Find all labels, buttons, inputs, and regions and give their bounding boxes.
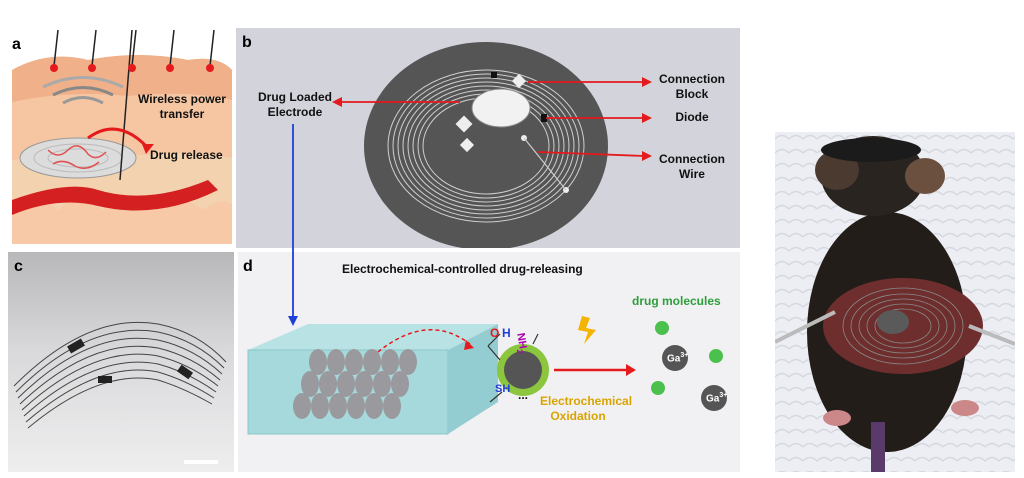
drug-release-schematic — [247, 316, 727, 435]
panel-d-background — [238, 252, 740, 472]
diode-label: Diode — [675, 110, 709, 124]
ga-ion-1-charge: 3+ — [680, 352, 689, 359]
ga-ion-2-text: Ga — [706, 393, 720, 405]
ga-ion-2-charge: 3+ — [719, 392, 728, 399]
panel-a-label: a — [12, 36, 21, 53]
panel-c-label: c — [14, 258, 23, 275]
electrochemical-oxidation-label: Electrochemical Oxidation — [540, 394, 633, 423]
flexible-coil-device — [364, 42, 608, 248]
panel-a-illustration — [8, 30, 234, 244]
group-oh-h: H — [502, 326, 511, 340]
connection-wire-label: Connection Wire — [659, 152, 725, 181]
ga-ion-1: Ga3+ — [667, 352, 688, 364]
panel-b-background — [236, 28, 740, 248]
drug-molecules-label: drug molecules — [632, 294, 721, 308]
drug-loaded-electrode-label: Drug Loaded Electrode — [258, 90, 332, 119]
skin-implant-illustration — [12, 30, 232, 244]
panel-d-title: Electrochemical-controlled drug-releasin… — [342, 262, 583, 276]
group-sh: SH — [495, 383, 511, 395]
panel-b-label: b — [242, 34, 252, 51]
mouse-implant-photo — [775, 132, 1015, 472]
wireless-power-label: Wireless power transfer — [138, 92, 226, 121]
group-ellipsis: ... — [518, 388, 529, 402]
ga-ion-2: Ga3+ — [706, 392, 727, 404]
panel-d-label: d — [243, 258, 253, 275]
ga-ion-1-text: Ga — [667, 353, 681, 365]
bent-coil-photo — [13, 321, 227, 464]
group-nh2-text: NH — [514, 332, 529, 350]
panel-c-photo — [8, 252, 234, 472]
connection-block-label: Connection Block — [659, 72, 725, 101]
group-oh-o: O — [490, 326, 500, 340]
drug-release-label: Drug release — [150, 148, 223, 162]
mouse-photo-illustration — [775, 132, 1015, 472]
